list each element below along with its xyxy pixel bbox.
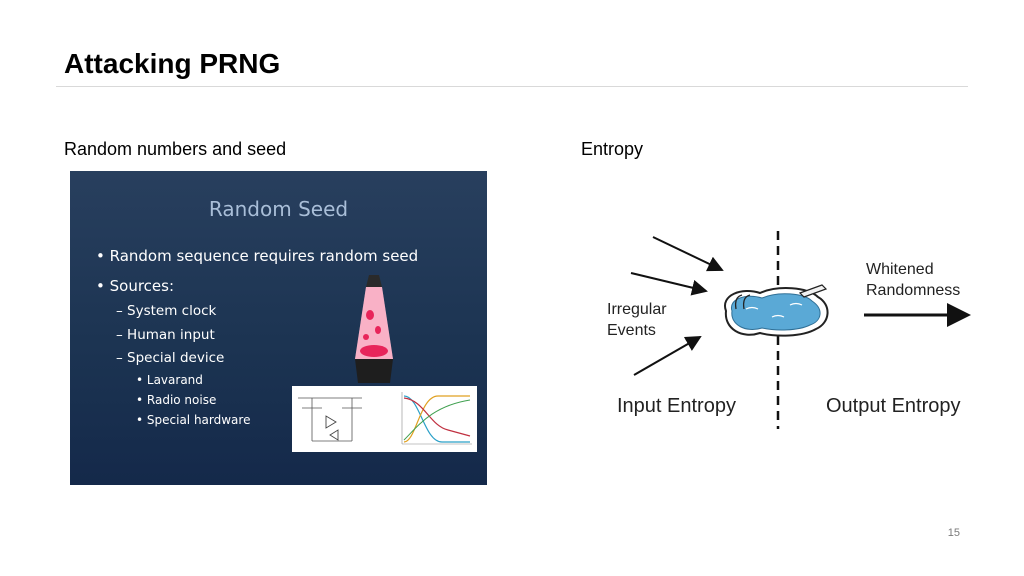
left-column-heading: Random numbers and seed [64, 139, 287, 159]
bullet-system-clock: – System clock [116, 303, 217, 319]
bullet-special-hardware: • Special hardware [136, 413, 251, 427]
slide-title: Attacking PRNG [64, 48, 281, 79]
bullet-random-sequence: • Random sequence requires random seed [96, 247, 419, 265]
pool-water [730, 293, 821, 331]
bullet-human-input: – Human input [116, 327, 215, 343]
input-arrow-3 [633, 336, 702, 376]
pool-ladder [734, 294, 751, 310]
right-column-heading: Entropy [581, 139, 644, 159]
entropy-diagram-graphics [630, 231, 971, 429]
bullet-sources: • Sources: [96, 277, 175, 295]
entropy-diagram: Irregular Events Whitened Randomness Inp… [596, 225, 988, 435]
lava-lamp-image [355, 275, 393, 383]
diving-board [798, 284, 828, 298]
title-divider [56, 86, 968, 87]
input-arrow-2 [630, 272, 708, 296]
irregular-events-label: Irregular Events [607, 301, 667, 339]
bullet-lavarand: • Lavarand [136, 373, 203, 387]
random-seed-slide-image: Random Seed • Random sequence requires r… [70, 171, 487, 485]
bullet-radio-noise: • Radio noise [136, 393, 217, 407]
output-entropy-label: Output Entropy [826, 395, 961, 417]
bullet-special-device: – Special device [116, 350, 225, 366]
hardware-circuit-image [292, 386, 477, 452]
input-entropy-label: Input Entropy [617, 395, 736, 417]
whitened-randomness-label: Whitened Randomness [866, 261, 961, 299]
page-number: 15 [947, 527, 960, 539]
input-arrow-1 [652, 236, 724, 272]
inner-slide-title: Random Seed [208, 197, 349, 221]
